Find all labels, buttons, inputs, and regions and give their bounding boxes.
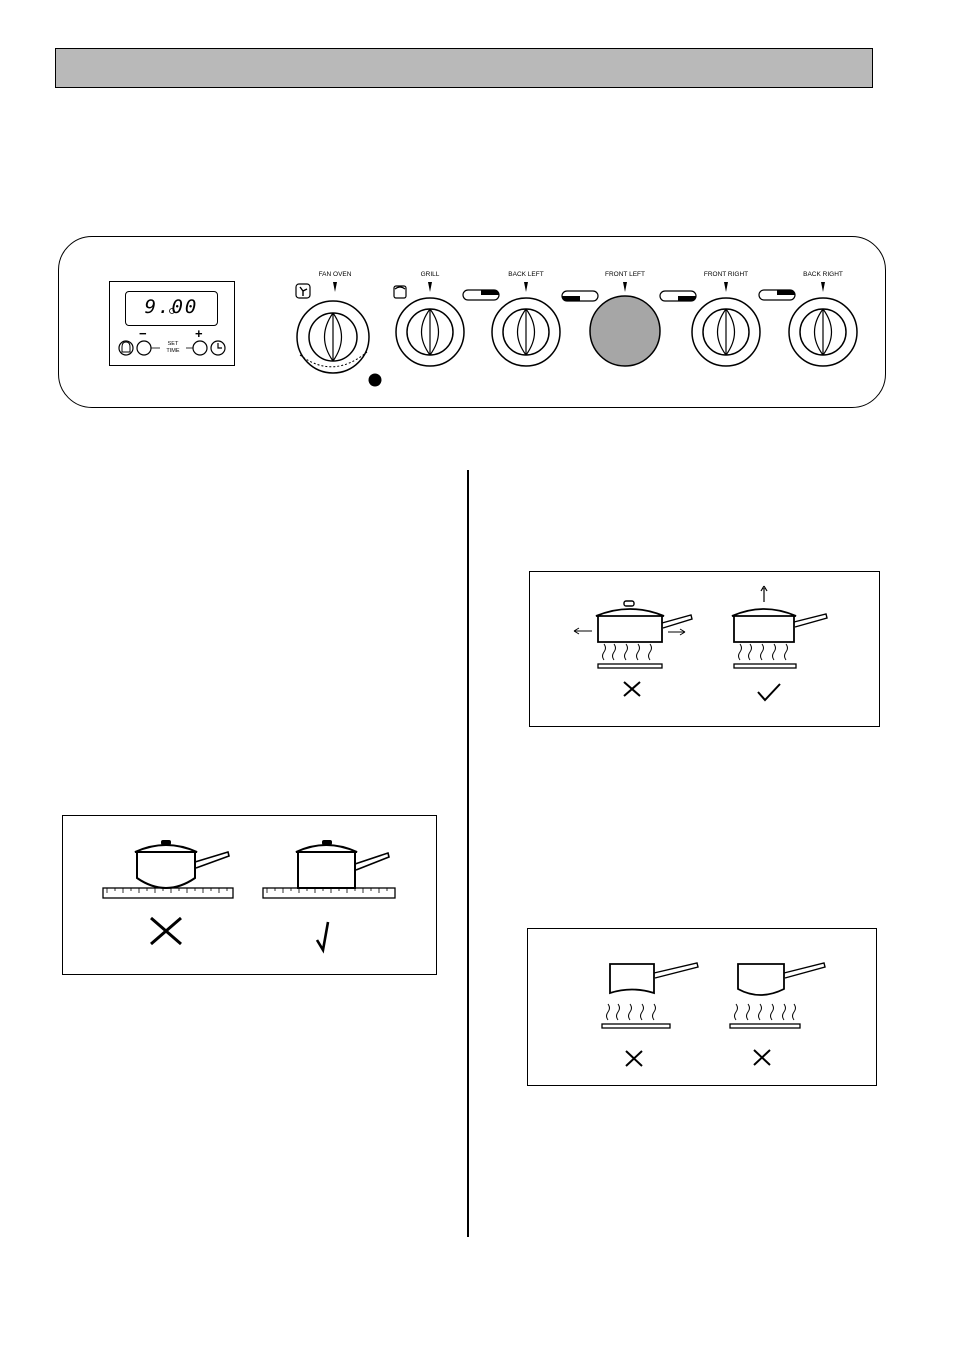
knob-front-left[interactable]	[590, 282, 660, 366]
electronic-clock: 9.00 − + SET TIME	[109, 281, 235, 366]
pan-curved-base	[103, 840, 233, 898]
pan-size-illustration	[530, 572, 878, 725]
pan-too-large	[574, 601, 692, 668]
cross-icon	[754, 1050, 770, 1065]
set-time-label: SET TIME	[160, 341, 186, 355]
check-icon	[317, 922, 328, 950]
pan-base-illustration	[63, 816, 435, 973]
warped-pans-illustration	[528, 929, 875, 1084]
grill-icon	[394, 286, 406, 298]
pan-flat-base	[263, 840, 395, 898]
column-divider	[467, 470, 469, 1237]
knob-back-right[interactable]	[789, 282, 857, 366]
figure-pan-base-flatness	[62, 815, 437, 975]
pan-concave-base	[602, 963, 698, 1028]
cross-icon	[624, 682, 640, 696]
knobs-artwork	[280, 262, 880, 392]
pan-convex-base	[730, 963, 825, 1028]
fan-icon	[296, 284, 310, 298]
check-icon	[758, 684, 780, 700]
knob-back-left[interactable]	[492, 282, 560, 366]
oven-indicator-light	[369, 374, 382, 387]
hob-position-icon	[463, 290, 499, 300]
hob-position-icon	[759, 290, 795, 300]
figure-warped-pans	[527, 928, 877, 1086]
hob-position-icon	[660, 291, 696, 301]
plus-label: +	[195, 326, 203, 341]
minus-button[interactable]	[137, 341, 151, 355]
cross-icon	[151, 918, 181, 944]
knob-fan-oven[interactable]	[297, 282, 369, 373]
cross-icon	[626, 1051, 642, 1066]
section-header-bar	[55, 48, 873, 88]
pan-correct-size	[732, 586, 827, 668]
bell-icon[interactable]	[119, 341, 133, 355]
plus-button[interactable]	[193, 341, 207, 355]
clock-icon[interactable]	[211, 341, 225, 355]
figure-pan-size	[529, 571, 880, 727]
knob-front-right[interactable]	[692, 282, 760, 366]
minus-label: −	[139, 326, 147, 341]
hob-position-icon	[562, 291, 598, 301]
